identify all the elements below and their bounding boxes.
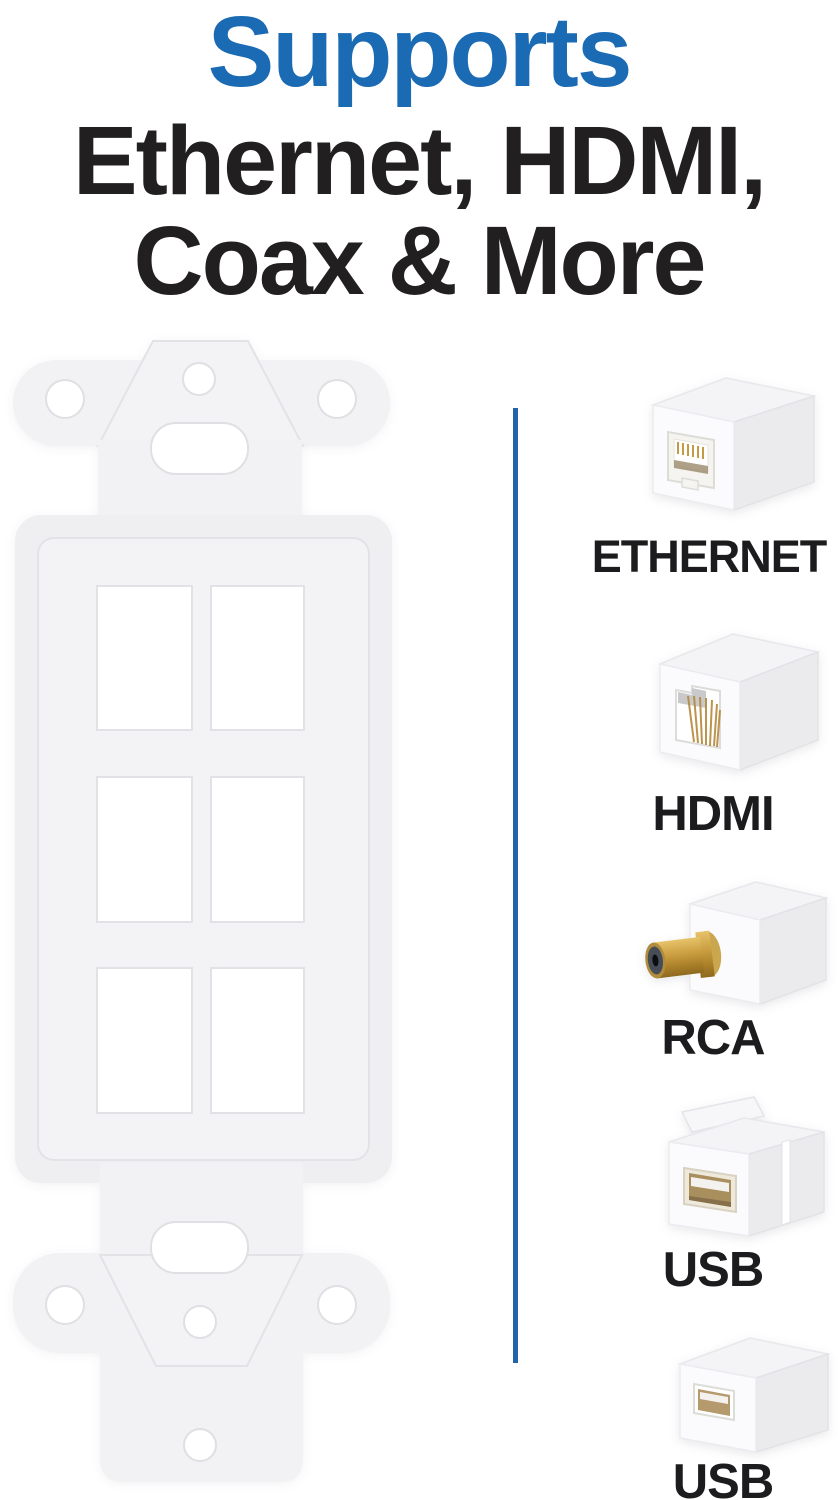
label-ethernet: ETHERNET (591, 531, 828, 582)
vertical-divider-line (513, 408, 518, 1363)
heading-supports: Supports (207, 0, 633, 108)
keystone-cutouts (96, 585, 305, 1114)
heading-ethernet-hdmi: Ethernet, HDMI, (72, 106, 767, 215)
usb-keystone-photo (668, 1096, 825, 1238)
heading-coax-more: Coax & More (133, 206, 707, 315)
mounting-holes (45, 362, 357, 1462)
label-usb-coupler: USB (672, 1455, 774, 1500)
label-rca: RCA (661, 1011, 765, 1065)
rca-keystone-photo (645, 881, 829, 1006)
hdmi-coupler-photo (657, 633, 821, 772)
ethernet-coupler-photo (650, 377, 817, 512)
label-hdmi: HDMI (652, 787, 774, 841)
wall-plate-photo (13, 340, 392, 1482)
usb-coupler-photo (677, 1337, 831, 1454)
label-usb-keystone: USB (662, 1243, 764, 1297)
